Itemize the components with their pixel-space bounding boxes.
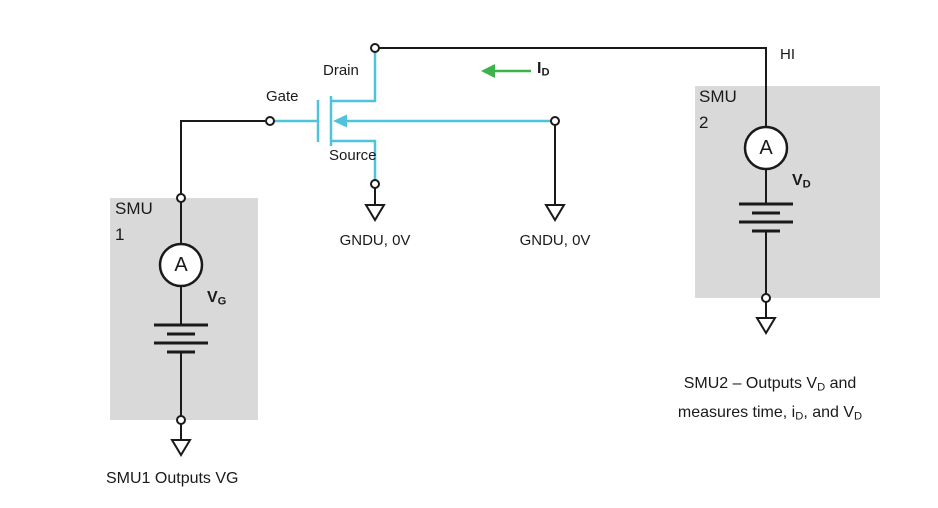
smu2-caption-line1-text2: and — [825, 375, 857, 392]
smu2-caption-line1-sub: D — [817, 381, 826, 394]
smu1-ground-symbol — [170, 439, 192, 457]
smu1-voltage-label: VG — [207, 289, 226, 308]
drain-current-label: ID — [537, 60, 550, 79]
connection-nodes — [176, 43, 771, 425]
ground-symbols — [170, 204, 777, 457]
smu2-caption: SMU2 – Outputs VD and measures time, iD,… — [645, 371, 895, 430]
node-dot-gate — [265, 116, 275, 126]
gndu-body-label: GNDU, 0V — [519, 232, 591, 249]
smu2-battery-symbol — [739, 202, 793, 233]
gate-feed-wire — [180, 120, 265, 198]
mosfet-drain-lead — [331, 52, 377, 103]
node-dot-body — [550, 116, 560, 126]
drain-current-sub: D — [541, 66, 550, 79]
smu2-ammeter-label: A — [759, 137, 773, 159]
mosfet-symbol — [274, 52, 551, 180]
ammeter-circles — [158, 125, 789, 288]
smu2-caption-line2-text2: , and V — [803, 404, 855, 422]
node-dot-smu1-bottom — [176, 415, 186, 425]
node-dot-source — [370, 179, 380, 189]
smu2-caption-line2: measures time, iD, and VD — [645, 400, 895, 429]
gate-label: Gate — [266, 88, 299, 105]
node-dot-smu1-top — [176, 193, 186, 203]
drain-top-wire — [375, 47, 767, 127]
smu2-number-label: 2 — [699, 113, 709, 132]
mosfet-body-arrowhead — [333, 114, 347, 128]
drain-label: Drain — [323, 62, 359, 79]
smu1-number-label: 1 — [115, 225, 125, 244]
node-dot-smu2-bottom — [761, 293, 771, 303]
smu2-voltage-label: VD — [792, 172, 811, 191]
smu2-voltage-main: V — [792, 172, 803, 189]
body-ground-symbol — [544, 204, 566, 222]
smu1-voltage-main: V — [207, 289, 218, 306]
smu2-panel — [695, 86, 880, 298]
drain-current-main: I — [537, 60, 542, 77]
smu2-caption-line1-text: SMU2 – Outputs V — [683, 375, 818, 392]
mosfet-source-lead — [331, 139, 377, 180]
black-wires — [180, 47, 767, 440]
smu1-panel — [110, 198, 258, 420]
node-dot-drain — [370, 43, 380, 53]
smu1-caption: SMU1 Outputs VG — [106, 470, 239, 487]
current-arrow-head — [481, 64, 495, 78]
smu2-ground-symbol — [755, 317, 777, 335]
source-ground-symbol — [364, 204, 386, 222]
smu2-ammeter-circle — [743, 125, 789, 171]
smu1-voltage-sub: G — [217, 295, 227, 308]
hi-label: HI — [780, 46, 795, 63]
smu1-ammeter-label: A — [174, 254, 188, 276]
smu2-name-label: SMU — [699, 87, 737, 106]
smu2-caption-line1: SMU2 – Outputs VD and — [645, 371, 895, 400]
source-label: Source — [329, 147, 377, 164]
smu1-battery-symbol — [154, 323, 208, 354]
smu2-caption-line2-sub2: D — [854, 410, 863, 423]
smu1-ammeter-circle — [158, 242, 204, 288]
smu2-voltage-sub: D — [802, 178, 811, 191]
smu2-caption-line2-text: measures time, i — [677, 404, 796, 422]
smu1-name-label: SMU — [115, 199, 153, 218]
gndu-source-label: GNDU, 0V — [339, 232, 411, 249]
smu2-caption-line2-sub: D — [795, 410, 804, 423]
